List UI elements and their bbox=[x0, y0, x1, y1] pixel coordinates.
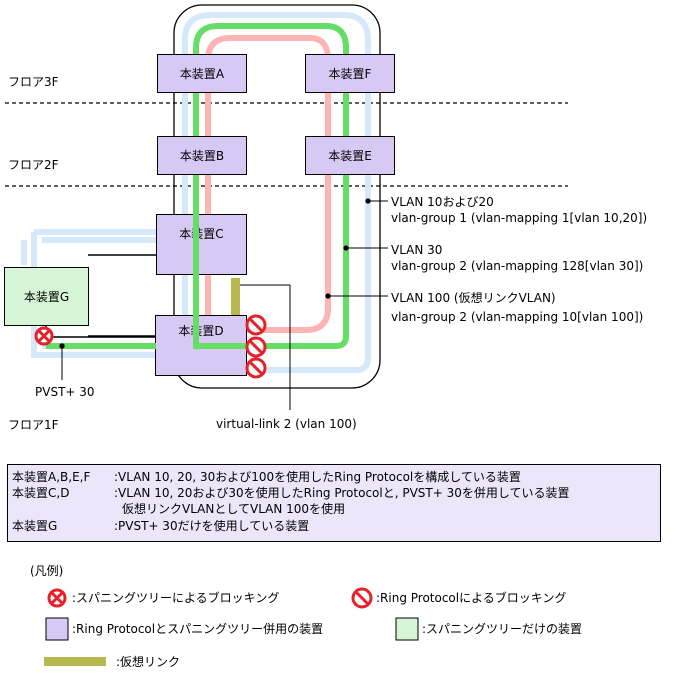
device-c[interactable]: 本装置C bbox=[156, 214, 247, 275]
info-row3-key: 本装置G bbox=[12, 519, 58, 533]
callout-pvst: PVST+ 30 bbox=[35, 385, 95, 399]
info-row2-val2: 仮想リンクVLANとしてVLAN 100を使用 bbox=[122, 502, 346, 516]
callout-vlan30-1: VLAN 30 bbox=[391, 243, 443, 257]
floor-label-2f: フロア2F bbox=[8, 158, 59, 172]
info-row2-key: 本装置C,D bbox=[12, 486, 70, 500]
legend-ring-block-label: :Ring Protocolによるブロッキング bbox=[376, 591, 567, 605]
callout-vlan30-2: vlan-group 2 (vlan-mapping 128[vlan 30]) bbox=[391, 259, 644, 273]
legend-stp-block-label: :スパニングツリーによるブロッキング bbox=[72, 591, 280, 605]
info-row2-val: :VLAN 10, 20および30を使用したRing Protocolと, PV… bbox=[114, 486, 570, 500]
legend-ring-stp-device-label: :Ring Protocolとスパニングツリー併用の装置 bbox=[72, 622, 324, 636]
device-f[interactable]: 本装置F bbox=[305, 54, 395, 93]
floor-label-3f: フロア3F bbox=[8, 75, 59, 89]
callout-vlan100-1: VLAN 100 (仮想リンクVLAN) bbox=[391, 291, 556, 305]
virtual-link-bar bbox=[231, 278, 240, 316]
info-row1-key: 本装置A,B,E,F bbox=[12, 470, 91, 484]
info-panel: 本装置A,B,E,F :VLAN 10, 20, 30および100を使用したRi… bbox=[7, 464, 661, 542]
device-g[interactable]: 本装置G bbox=[4, 267, 89, 326]
callout-vlan1020-1: VLAN 10および20 bbox=[391, 195, 494, 209]
callout-vlan100-2: vlan-group 2 (vlan-mapping 10[vlan 100]) bbox=[391, 310, 644, 324]
legend-title: (凡例) bbox=[30, 564, 64, 578]
legend-virtual-link-label: :仮想リンク bbox=[116, 655, 181, 669]
info-row1-val: :VLAN 10, 20, 30および100を使用したRing Protocol… bbox=[114, 470, 521, 484]
callout-vlan1020-2: vlan-group 1 (vlan-mapping 1[vlan 10,20]… bbox=[391, 211, 648, 225]
device-a[interactable]: 本装置A bbox=[157, 54, 247, 93]
ring-path-green bbox=[193, 23, 349, 349]
floor-label-1f: フロア1F bbox=[8, 418, 59, 432]
device-e[interactable]: 本装置E bbox=[305, 136, 395, 175]
legend-stp-device-label: :スパニングツリーだけの装置 bbox=[422, 622, 583, 636]
callout-virtual-link: virtual-link 2 (vlan 100) bbox=[216, 417, 357, 431]
device-b[interactable]: 本装置B bbox=[157, 136, 247, 175]
device-d[interactable]: 本装置D bbox=[155, 315, 247, 376]
info-row3-val: :PVST+ 30だけを使用している装置 bbox=[114, 519, 310, 533]
